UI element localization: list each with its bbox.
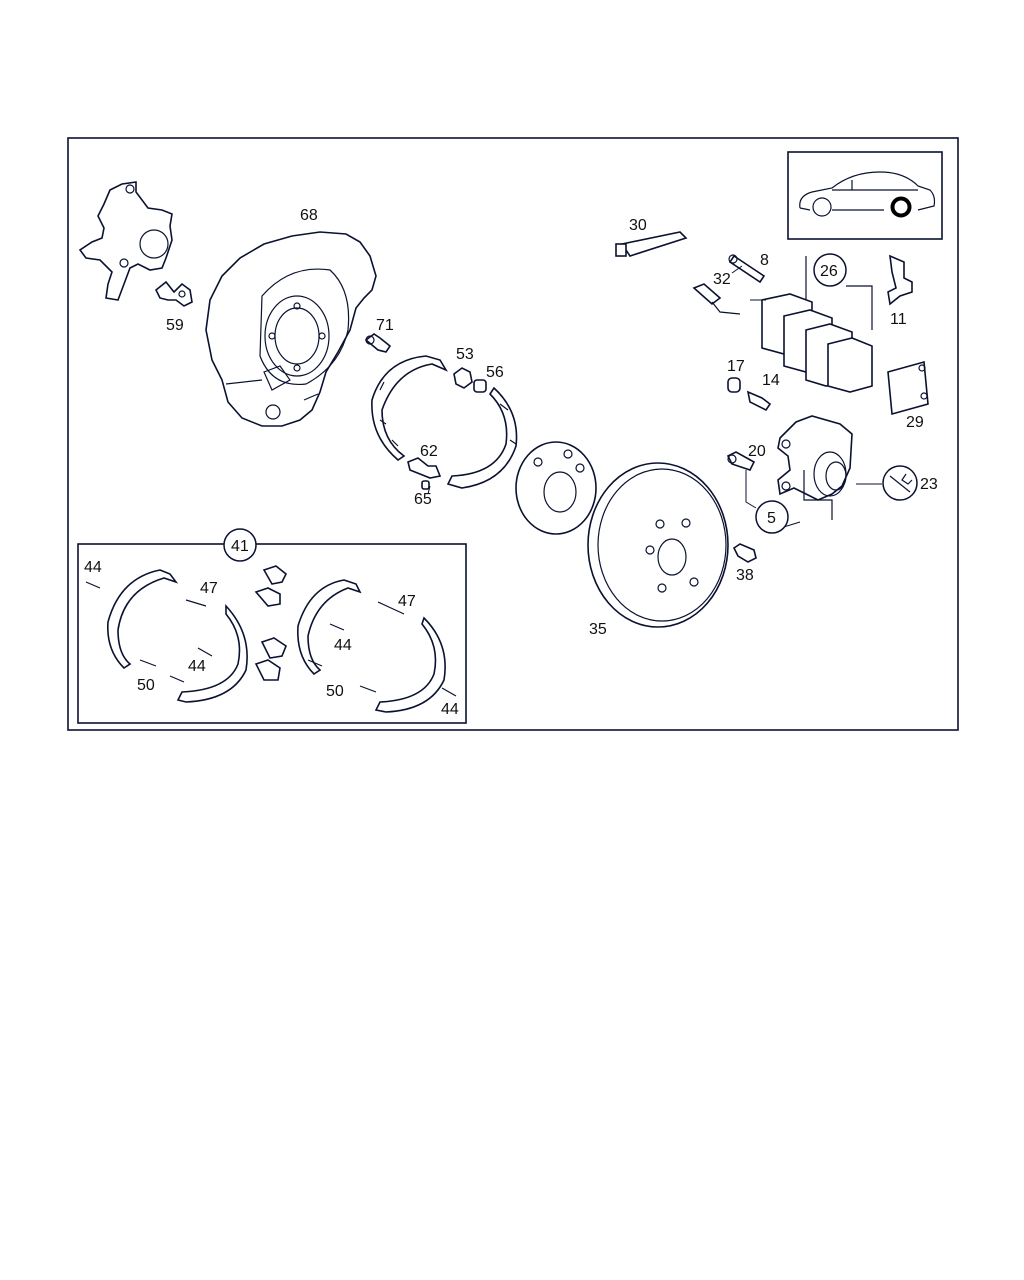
label-5: 5 <box>767 510 776 527</box>
ring-5 <box>755 500 789 534</box>
part-labels: 68 59 71 53 56 62 65 30 8 32 26 11 17 14… <box>84 207 938 718</box>
wrench-icon <box>882 465 918 501</box>
label-17: 17 <box>727 358 745 375</box>
label-44c: 44 <box>334 637 352 654</box>
label-32: 32 <box>713 271 731 288</box>
label-47a: 47 <box>200 580 218 597</box>
label-26: 26 <box>820 263 838 280</box>
label-62: 62 <box>420 443 438 460</box>
ring-26 <box>813 253 847 287</box>
part-bolt-20 <box>726 451 756 471</box>
diagram-frame <box>67 137 959 731</box>
part-bleeder <box>727 377 772 412</box>
car-side-icon <box>799 171 936 218</box>
part-grease-tube <box>615 231 688 257</box>
part-pad-spring <box>887 254 913 306</box>
part-hub <box>515 441 597 535</box>
part-backing-plate <box>205 231 377 427</box>
part-caliper <box>777 415 853 520</box>
label-50a: 50 <box>137 677 155 694</box>
label-68: 68 <box>300 207 318 224</box>
part-brake-pads <box>761 256 873 393</box>
label-23: 23 <box>920 476 938 493</box>
part-guide-pin <box>728 254 766 284</box>
label-35: 35 <box>589 621 607 638</box>
label-41: 41 <box>231 538 249 555</box>
label-65: 65 <box>414 491 432 508</box>
kit-right-shoes <box>297 579 457 713</box>
label-38: 38 <box>736 567 754 584</box>
highlighted-rear-wheel <box>890 196 912 218</box>
label-44d: 44 <box>441 701 459 718</box>
label-11: 11 <box>890 311 907 328</box>
kit-left-shoes <box>85 565 288 703</box>
label-30: 30 <box>629 217 647 234</box>
label-29: 29 <box>906 414 924 431</box>
part-knuckle <box>78 181 193 307</box>
label-20: 20 <box>748 443 766 460</box>
part-bolt-71 <box>364 333 392 353</box>
part-adjuster <box>453 367 487 393</box>
label-56: 56 <box>486 364 504 381</box>
part-parking-brake-shoes <box>371 355 518 489</box>
label-8: 8 <box>760 252 769 269</box>
ring-41 <box>223 528 257 562</box>
part-wear-sensor <box>692 283 741 315</box>
part-bolt-38 <box>732 543 757 563</box>
label-47b: 47 <box>398 593 416 610</box>
part-spring-clip <box>407 457 442 490</box>
label-50b: 50 <box>326 683 344 700</box>
part-shim <box>887 360 929 416</box>
label-59: 59 <box>166 317 184 334</box>
part-brake-disc <box>587 462 729 628</box>
label-71: 71 <box>376 317 394 334</box>
label-14: 14 <box>762 372 780 389</box>
label-44b: 44 <box>188 658 206 675</box>
label-44a: 44 <box>84 559 102 576</box>
locator-inset <box>787 151 943 240</box>
shoe-kit-box <box>77 543 467 724</box>
label-53: 53 <box>456 346 474 363</box>
